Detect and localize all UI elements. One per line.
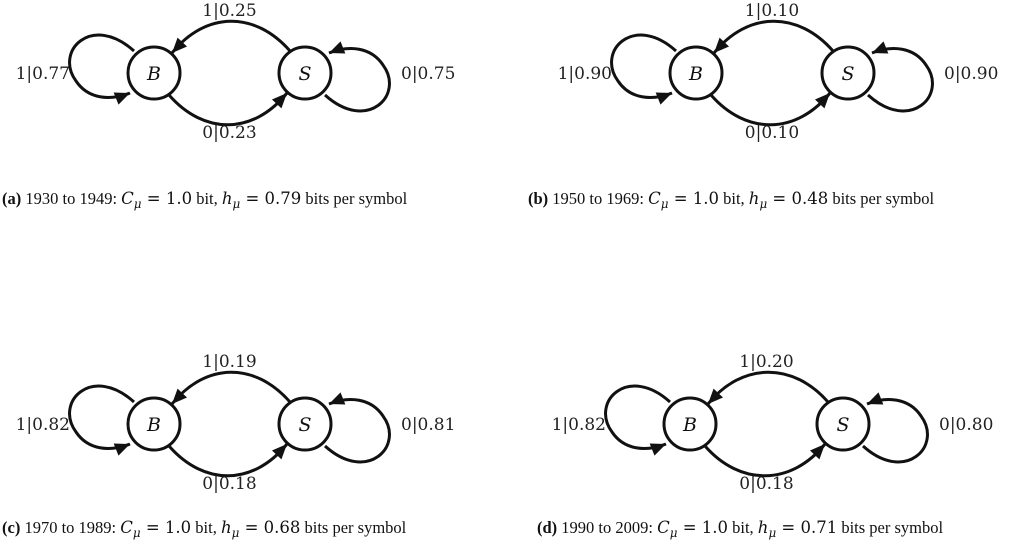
state-b-label: B (688, 63, 703, 85)
caption-b: (b) 1950 to 1969: Cμ = 1.0 bit, hμ = 0.4… (528, 189, 935, 212)
label-self-s: 0|0.90 (944, 64, 998, 84)
state-b (126, 396, 182, 452)
state-b-label: B (146, 414, 161, 436)
edge-s-to-b (170, 19, 292, 54)
arrowhead-self-s (329, 392, 346, 405)
edge-s-to-b (170, 370, 292, 405)
label-self-s: 0|0.75 (401, 64, 455, 84)
label-b-to-s: 0|0.18 (202, 474, 256, 494)
arrowhead-b-to-s (814, 93, 830, 109)
state-b (668, 45, 724, 101)
label-self-b: 1|0.77 (16, 64, 70, 84)
caption-c: (c) 1970 to 1989: Cμ = 1.0 bit, hμ = 0.6… (2, 518, 407, 541)
edge-s-to-b (712, 19, 835, 54)
label-self-b: 1|0.82 (16, 415, 70, 435)
label-self-s: 0|0.81 (401, 415, 455, 435)
arrowhead-s-to-b (172, 388, 188, 404)
arrowhead-self-s (329, 41, 346, 54)
label-self-s: 0|0.80 (939, 415, 993, 435)
state-s-label: S (298, 414, 311, 436)
self-loop-b (68, 33, 136, 99)
arrowhead-self-b (649, 443, 666, 456)
state-s (820, 45, 876, 101)
arrowhead-s-to-b (714, 37, 730, 53)
self-loop-s (861, 398, 929, 464)
diagram-b: B S 1|0.10 0|0.10 1|0.90 0|0.90 (558, 1, 999, 143)
self-loop-b (68, 384, 136, 450)
self-loop-s (323, 398, 391, 464)
edge-b-to-s (709, 92, 832, 127)
state-s (277, 45, 333, 101)
state-b (126, 45, 182, 101)
label-s-to-b: 1|0.20 (739, 352, 793, 372)
arrowhead-self-b (655, 92, 672, 105)
self-loop-b (610, 33, 678, 99)
arrowhead-self-s (872, 41, 889, 54)
diagram-c: B S 1|0.19 0|0.18 1|0.82 0|0.81 (16, 352, 456, 494)
label-self-b: 1|0.90 (558, 64, 612, 84)
label-b-to-s: 0|0.23 (202, 123, 256, 143)
state-s-label: S (841, 63, 854, 85)
arrowhead-b-to-s (271, 93, 287, 109)
arrowhead-s-to-b (172, 37, 188, 53)
arrowhead-self-s (867, 392, 884, 405)
diagram-a: B S 1|0.25 0|0.23 1|0.77 0|0.75 (16, 1, 456, 143)
state-b (662, 396, 718, 452)
label-self-b: 1|0.82 (552, 415, 606, 435)
self-loop-s (866, 47, 934, 113)
arrowhead-self-b (113, 92, 130, 105)
state-s (815, 396, 871, 452)
self-loop-b (604, 384, 672, 450)
state-s-label: S (836, 414, 849, 436)
edge-b-to-s (167, 443, 289, 478)
arrowhead-b-to-s (271, 444, 287, 460)
edge-b-to-s (167, 92, 289, 127)
state-b-label: B (146, 63, 161, 85)
state-s-label: S (298, 63, 311, 85)
label-s-to-b: 1|0.10 (745, 1, 799, 21)
label-b-to-s: 0|0.18 (739, 474, 793, 494)
edge-s-to-b (706, 370, 830, 405)
label-s-to-b: 1|0.19 (202, 352, 256, 372)
self-loop-s (323, 47, 391, 113)
edge-b-to-s (703, 443, 827, 478)
arrowhead-b-to-s (809, 444, 825, 460)
state-s (277, 396, 333, 452)
label-b-to-s: 0|0.10 (745, 123, 799, 143)
diagram-d: B S 1|0.20 0|0.18 1|0.82 0|0.80 (552, 352, 994, 494)
state-b-label: B (682, 414, 697, 436)
arrowhead-s-to-b (708, 388, 724, 404)
caption-d: (d) 1990 to 2009: Cμ = 1.0 bit, hμ = 0.7… (537, 518, 944, 541)
arrowhead-self-b (113, 443, 130, 456)
caption-a: (a) 1930 to 1949: Cμ = 1.0 bit, hμ = 0.7… (2, 189, 408, 212)
label-s-to-b: 1|0.25 (202, 1, 256, 21)
